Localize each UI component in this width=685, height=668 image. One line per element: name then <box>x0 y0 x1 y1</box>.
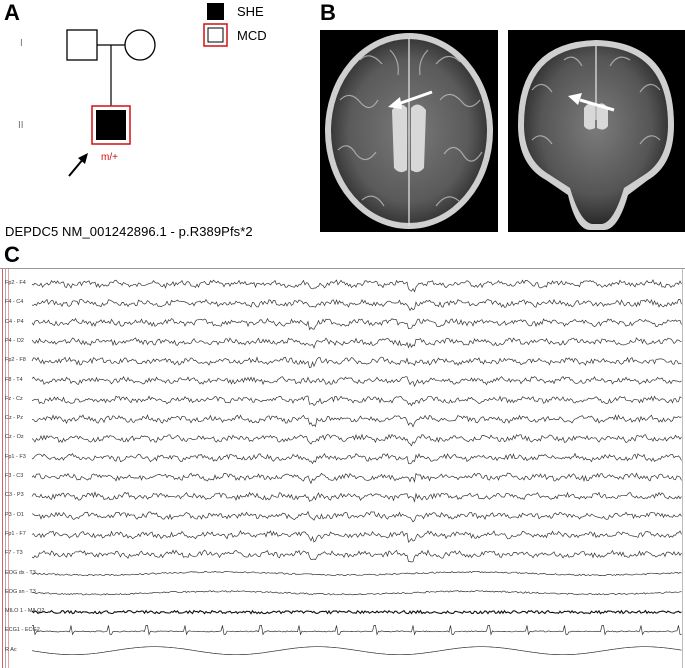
eeg-trace <box>31 452 682 465</box>
eeg-channel-label: Cz - Oz <box>5 434 24 441</box>
eeg-left-marker-pink <box>8 269 9 668</box>
eeg-trace <box>31 433 682 447</box>
eeg-trace <box>31 646 682 656</box>
eeg-channel-label: P3 - O1 <box>5 511 24 518</box>
eeg-trace <box>31 472 682 485</box>
eeg-channel-label: Cz - Pz <box>5 415 24 422</box>
eeg-channel-label: Fp1 - F3 <box>5 453 26 460</box>
legend-she-label: SHE <box>237 4 264 19</box>
eeg-channel-label: C3 - P3 <box>5 492 24 499</box>
eeg-right-marker <box>682 269 683 668</box>
eeg-channel-label: F8 - T4 <box>5 376 23 383</box>
eeg-channel-label: Fp2 - F8 <box>5 357 26 364</box>
variant-label: DEPDC5 NM_001242896.1 - p.R389Pfs*2 <box>5 224 253 239</box>
mri-coronal-image <box>508 30 685 232</box>
eeg-trace <box>31 590 682 596</box>
panel-letter-a: A <box>4 0 20 25</box>
panel-letter-b: B <box>320 0 336 25</box>
eeg-trace <box>31 609 682 615</box>
eeg-channel-label: Fp1 - F7 <box>5 530 26 537</box>
eeg-channel-label: F4 - C4 <box>5 299 24 306</box>
eeg-left-marker-gray <box>5 269 6 668</box>
eeg-channel-label: C4 - P4 <box>5 318 24 325</box>
eeg-trace <box>31 491 682 503</box>
eeg-channel-label: R Ac <box>5 646 17 653</box>
panel-letter-c: C <box>4 242 20 267</box>
generation-label-ii: II <box>18 120 24 131</box>
eeg-channel-label: P4 - O2 <box>5 337 24 344</box>
eeg-channel-label: Fp2 - F4 <box>5 280 26 286</box>
eeg-trace <box>31 414 682 428</box>
eeg-channel-label: Fz - Cz <box>5 395 23 402</box>
eeg-trace <box>31 317 682 331</box>
legend-she-symbol <box>207 3 224 20</box>
eeg-trace <box>31 549 682 563</box>
eeg-trace <box>31 337 682 349</box>
eeg-trace <box>31 395 682 407</box>
pedigree-father-square <box>66 29 98 61</box>
pedigree-proband-square <box>96 110 126 140</box>
generation-label-i: I <box>20 38 23 49</box>
eeg-trace <box>31 376 682 388</box>
pedigree-chart <box>66 3 228 177</box>
eeg-trace <box>31 298 682 312</box>
legend-mcd-inner <box>207 27 224 43</box>
eeg-panel: Fp2 - F4 F4 - C4 C4 - P4 P4 - O2 Fp2 - F8 F8 … <box>0 268 685 668</box>
eeg-trace <box>31 356 682 369</box>
eeg-trace <box>31 279 682 293</box>
eeg-left-marker-red <box>2 269 3 668</box>
eeg-trace <box>32 570 682 577</box>
eeg-channel-label: F7 - T3 <box>5 550 23 557</box>
proband-arrowhead <box>78 153 88 164</box>
eeg-trace <box>31 529 682 543</box>
eeg-traces <box>31 279 682 656</box>
eeg-channel-label: EOG sn - T3 <box>5 588 36 595</box>
pedigree-mother-circle <box>124 29 156 61</box>
mri-axial-image <box>320 30 498 232</box>
eeg-channel-label: MILO 1 - MILO2 <box>5 608 45 615</box>
eeg-channel-label: ECG1 - ECG2 <box>5 627 40 634</box>
proband-genotype: m/+ <box>101 152 118 163</box>
eeg-trace <box>31 510 682 523</box>
eeg-channel-label: EOG dx - T3 <box>5 569 36 576</box>
eeg-trace <box>32 625 682 636</box>
eeg-channel-label: F3 - C3 <box>5 473 24 479</box>
legend-mcd-label: MCD <box>237 28 267 43</box>
